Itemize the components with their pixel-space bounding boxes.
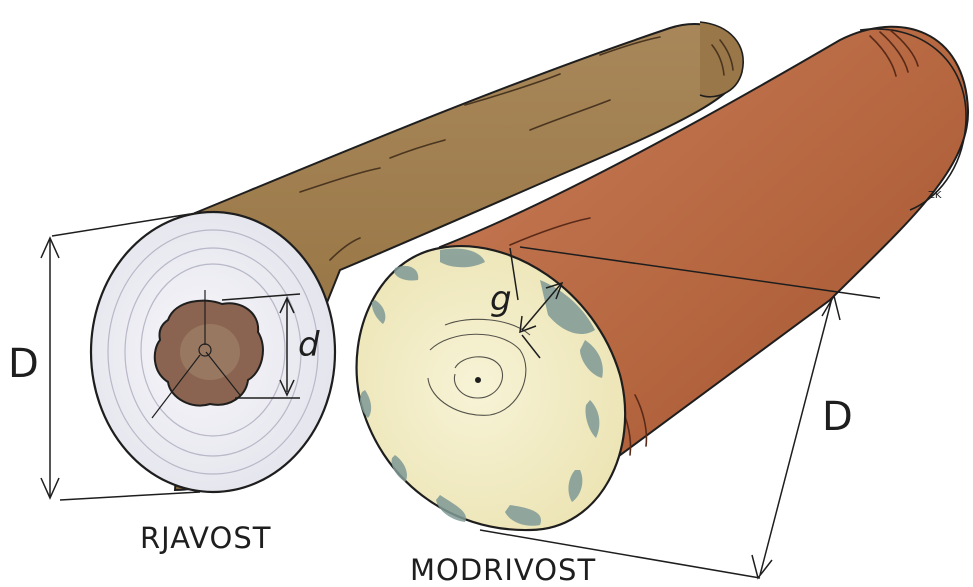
right-pith [475, 377, 481, 383]
brown-rot-center [180, 324, 240, 380]
blue-stain-depth-label: g [490, 279, 512, 319]
artist-signature: ZK [928, 190, 942, 201]
blue-stain-caption: MODRIVOST [410, 553, 596, 587]
left-outer-diameter-label: D [8, 341, 39, 387]
left-log-end-cap [700, 22, 743, 97]
right-outer-diameter-label: D [822, 394, 853, 440]
brown-rot-caption: RJAVOST [140, 521, 271, 555]
left-inner-diameter-label: d [298, 325, 320, 365]
